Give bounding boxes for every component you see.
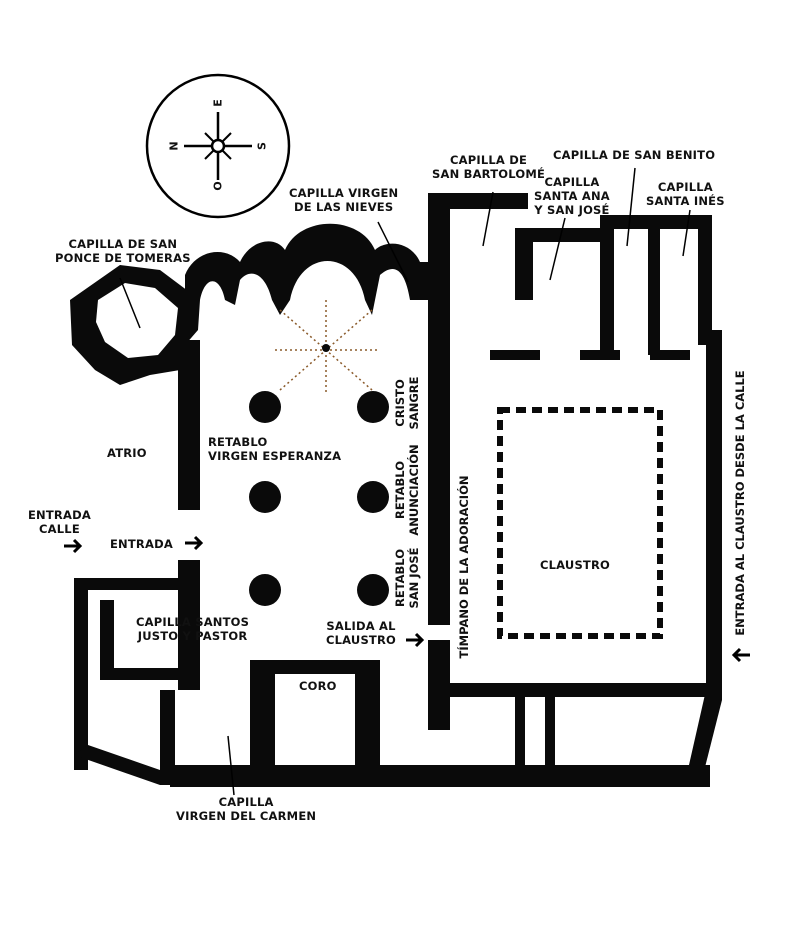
cloister-arcade — [497, 407, 663, 639]
arrow-claustro-calle-icon — [731, 647, 750, 663]
label-capilla-san-bartolome: CAPILLA DE SAN BARTOLOMÉ — [432, 153, 546, 181]
arrow-entrada-icon — [185, 535, 204, 551]
label-coro: CORO — [299, 679, 337, 693]
label-atrio: ATRIO — [107, 446, 147, 460]
label-retablo-esperanza: RETABLO VIRGEN ESPERANZA — [208, 435, 342, 463]
walls — [70, 193, 722, 787]
compass-south-label: S — [255, 142, 269, 150]
arrows — [64, 535, 750, 663]
label-timpano: TÍMPANO DE LA ADORACIÓN — [457, 475, 471, 659]
label-retablo-anunciacion: Retablo ANUNCIACIÓN — [393, 444, 421, 536]
label-capilla-santa-ines: CAPILLA SANTA INÉS — [646, 180, 725, 208]
vault-ribs — [275, 300, 377, 395]
label-retablo-san-jose: Retablo SAN JOSÉ — [393, 547, 421, 609]
label-capilla-san-benito: CAPILLA DE SAN BENITO — [553, 148, 716, 162]
label-capilla-virgen-carmen: CAPILLA VIRGEN DEL CARMEN — [176, 795, 317, 823]
compass-north-label: N — [167, 141, 181, 151]
label-capilla-virgen-nieves: CAPILLA VIRGEN DE LAS NIEVES — [289, 186, 399, 214]
label-capilla-justo-pastor: CAPILLA SANTOS JUSTO Y PASTOR — [136, 615, 250, 643]
label-entrada-calle: ENTRADA CALLE — [28, 508, 91, 536]
label-claustro: CLAUSTRO — [540, 558, 611, 572]
leader-lines — [119, 167, 691, 796]
compass-west-label: O — [211, 181, 225, 191]
label-entrada: ENTRADA — [110, 537, 173, 551]
nave-piers — [249, 391, 389, 606]
compass-rose — [145, 73, 291, 219]
arrow-entrada-calle-icon — [64, 538, 83, 554]
label-entrada-claustro-calle: ENTRADA AL CLAUSTRO DESDE LA CALLE — [733, 370, 747, 636]
label-cristo-sangre: CRISTO SANGRE — [393, 376, 421, 430]
arrow-salida-icon — [406, 632, 425, 648]
compass-east-label: E — [211, 99, 225, 107]
label-capilla-san-ponce: CAPILLA DE SAN PONCE DE TOMERAS — [55, 237, 191, 265]
label-salida-claustro: SALIDA AL CLAUSTRO — [326, 619, 397, 647]
label-capilla-santa-ana: CAPILLA SANTA ANA Y SAN JOSÉ — [534, 175, 610, 217]
